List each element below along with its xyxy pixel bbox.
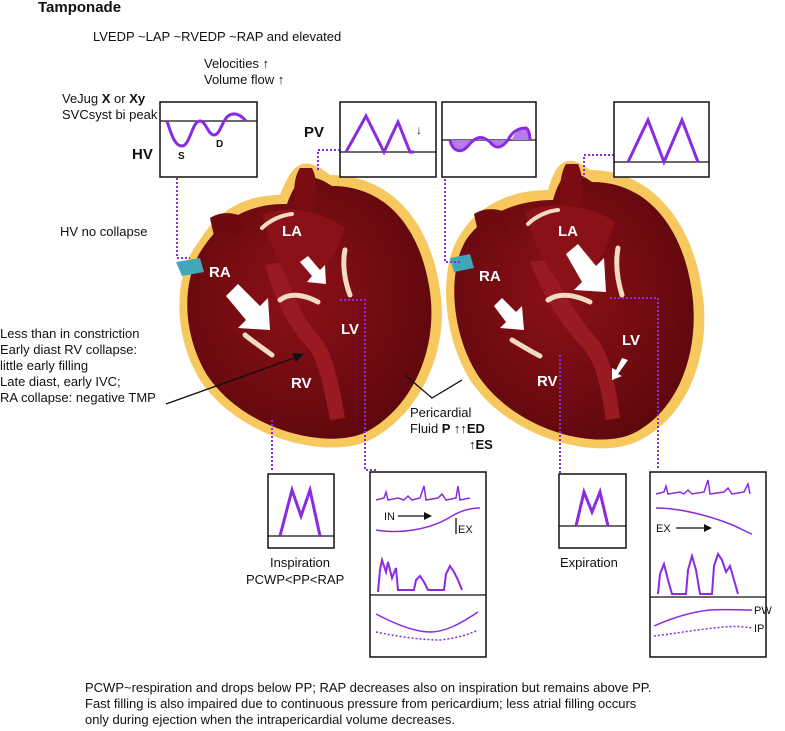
- left-hv-vessel: [176, 258, 204, 276]
- pv-waveform: [344, 112, 414, 156]
- svc-note: SVCsyst bi peak: [62, 107, 158, 122]
- hv-d-label: D: [216, 139, 224, 150]
- left-note-1: Less than in constriction: [0, 326, 140, 341]
- left-note-5: RA collapse: negative TMP: [0, 390, 156, 405]
- right-la-chamber: [525, 205, 615, 292]
- left-rv-label: RV: [291, 375, 312, 392]
- pericardial-pressure: P ↑↑ED: [441, 421, 485, 436]
- left-note-3: little early filling: [0, 358, 89, 373]
- hv-waveform-box: [159, 101, 258, 178]
- subtitle: LVEDP ~LAP ~RVEDP ~RAP and elevated: [93, 29, 342, 44]
- bottom-text-line-2: Fast filling is also impaired due to con…: [85, 696, 637, 711]
- connectors: [176, 149, 659, 475]
- left-ra-label: RA: [209, 264, 231, 281]
- bottom-text-line-1: PCWP~respiration and drops below PP; RAP…: [85, 680, 652, 695]
- page-title: Tamponade: [38, 0, 122, 16]
- left-notes-pointer: [165, 353, 304, 405]
- pressure-order-label: PCWP<PP<RAP: [246, 572, 345, 587]
- pericardial-line-3: ↑ES: [469, 437, 493, 452]
- left-heart-body: [187, 177, 432, 439]
- left-note-4: Late diast, early IVC;: [0, 374, 121, 389]
- right-heart-body: [454, 173, 694, 440]
- hv-waveform: [165, 112, 248, 148]
- pericardial-line-2: Fluid P ↑↑ED: [410, 421, 485, 437]
- right-heart: [446, 160, 705, 449]
- expiration-label: Expiration: [560, 555, 618, 570]
- hv-label: HV: [132, 146, 153, 163]
- right-ra-arrow: [494, 298, 524, 330]
- hv-no-collapse: HV no collapse: [60, 224, 148, 239]
- pericardial-fluid: Fluid: [410, 421, 442, 436]
- left-la-arrow: [300, 256, 326, 284]
- inspiration-label: Inspiration: [270, 555, 330, 570]
- left-la-label: LA: [282, 223, 302, 240]
- hv-s-label: S: [178, 151, 185, 162]
- left-lv-label: LV: [341, 321, 360, 338]
- left-aorta: [294, 168, 317, 215]
- right-svc: [474, 209, 514, 232]
- left-ra-arrow: [226, 284, 270, 330]
- right-la-label: LA: [558, 223, 578, 240]
- right-lv-arrow: [612, 358, 628, 380]
- pv-expiration-box: [613, 101, 710, 178]
- left-septum: [265, 262, 345, 420]
- pv-waveform-box: [339, 101, 437, 178]
- right-rv-label: RV: [537, 373, 558, 390]
- right-hv-vessel: [450, 254, 474, 272]
- velocities-note: Velocities ↑: [204, 56, 270, 71]
- bottom-text-line-3: only during ejection when the intraperic…: [85, 712, 455, 727]
- right-ra-label: RA: [479, 268, 501, 285]
- left-la-chamber: [262, 209, 345, 292]
- vejug-xy: Xy: [129, 91, 146, 106]
- venous-waveform-box: [441, 101, 537, 178]
- volume-flow-note: Volume flow ↑: [204, 72, 285, 87]
- ex-label-expiration: EX: [656, 523, 671, 535]
- left-svc: [210, 213, 250, 236]
- left-note-2: Early diast RV collapse:: [0, 342, 138, 357]
- expiration-box: [558, 473, 627, 549]
- vejug-x: X: [101, 91, 111, 106]
- right-lv-label: LV: [622, 332, 641, 349]
- pericardial-line-1: Pericardial: [410, 405, 472, 420]
- expiration-pressure-panel: [649, 471, 767, 658]
- pericardial-pointers: [404, 374, 463, 399]
- pv-label: PV: [304, 124, 325, 141]
- inspiration-pressure-panel: [369, 471, 487, 658]
- right-la-arrow: [566, 244, 606, 292]
- right-aorta: [560, 164, 583, 212]
- vejug-prefix: VeJug: [62, 91, 102, 106]
- vejug-or: or: [110, 91, 130, 106]
- in-label: IN: [384, 511, 395, 523]
- ex-label-inspiration: EX: [458, 524, 473, 536]
- vejug-note: VeJug X or Xy: [62, 91, 145, 107]
- pv-arrow: ↓: [416, 123, 422, 137]
- inspiration-box: [267, 473, 335, 549]
- left-heart: [176, 163, 442, 448]
- pw-label: PW: [754, 605, 772, 617]
- ip-label: IP: [754, 623, 765, 635]
